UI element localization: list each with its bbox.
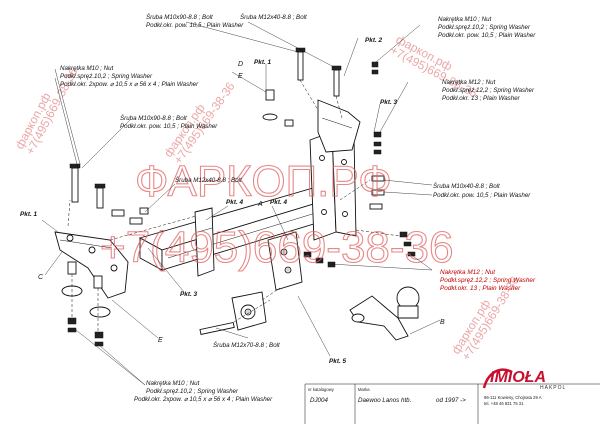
company-sub: HAKPOL (540, 385, 566, 391)
label-nut-m12-right-2: Podkł.spręż.12,2 ; Spring Washer (442, 87, 535, 94)
label-nut-m10-left-3: Podkł.okr. 2xpow. ⌀ 10,5 x ⌀ 56 x 4 ; Pl… (60, 81, 199, 88)
company-logo: IMIOŁA HAKPOL (482, 368, 566, 391)
label-nut-m12-lower-3: Podkł.okr. 13 ; Plain Washer (440, 285, 521, 292)
leader-lines (41, 21, 441, 386)
company-name: IMIOŁA (490, 369, 546, 386)
label-nut-m10-left-1: Nakrętka M10 ; Nut (60, 65, 114, 72)
label-bolt-m12x70: Śruba M12x70-8.8 ; Bolt (213, 342, 280, 349)
watermark-site: ФАРКОП.РФ (135, 157, 392, 206)
pkt3-lower-marker: Pkt. 3 (180, 291, 197, 298)
letter-callouts: A B C D E E (38, 61, 445, 344)
make-label: Marka (358, 387, 370, 392)
label-nut-m10-bottom-3: Podkł.okr. 2xpow. ⌀ 10,5 x ⌀ 56 x 4 ; Pl… (134, 396, 273, 403)
label-nut-m12-right-1: Nakrętka M12 ; Nut (442, 79, 496, 86)
pkt3-right-marker: Pkt. 3 (380, 99, 397, 106)
label-bolt-m10x90-left-1: Śruba M10x90-8.8 ; Bolt (120, 115, 187, 122)
letter-c: C (38, 274, 44, 281)
letter-b: B (440, 319, 445, 326)
label-bolt-m10x90-left-2: Podkł.okr. pow. 10,5 ; Plain Washer (120, 123, 218, 130)
label-nut-m12-lower-1: Nakrętka M12 ; Nut (440, 269, 495, 276)
label-bolt-m10x90-top-2: Podkł.okr. pow. 10,5 ; Plain Washer (146, 22, 244, 29)
point-markers: Pkt. 1 Pkt. 1 Pkt. 2 Pkt. 3 Pkt. 3 Pkt. … (20, 37, 397, 365)
pkt1-left-marker: Pkt. 1 (20, 211, 37, 218)
pkt4-left-marker: Pkt. 4 (226, 199, 243, 206)
label-nut-m10-top-3: Podkł.okr. pow. 10,5 ; Plain Washer (438, 32, 536, 39)
pkt1-top-marker: Pkt. 1 (254, 59, 271, 66)
pkt5-marker: Pkt. 5 (329, 358, 346, 365)
title-block: nr katalogowy DJ004 Marka Daewoo Lanos h… (304, 368, 600, 424)
label-nut-m10-top-1: Nakrętka M10 ; Nut (438, 16, 492, 23)
label-nut-m10-bottom-1: Nakrętka M10 ; Nut (146, 380, 200, 387)
label-bolt-m12x40-mid: Śruba M12x40-8.8 ; Bolt (175, 177, 242, 184)
label-nut-m10-bottom-2: Podkł.spręż.10,2 ; Spring Washer (146, 388, 239, 395)
pkt2-marker: Pkt. 2 (365, 37, 382, 44)
year-value: od 1997 -> (436, 397, 466, 404)
letter-e-top: E (238, 73, 243, 80)
label-bolt-m12x40-top: Śruba M12x40-8.8 ; Bolt (240, 14, 307, 21)
catalog-number-value: DJ004 (310, 397, 328, 404)
company-address-1: 96-111 Kowiesy, Chojnata 29 A (484, 395, 542, 400)
pkt4-right-marker: Pkt. 4 (270, 199, 287, 206)
label-bolt-m10x40-right-2: Podkł.okr. pow. 10,5 ; Plain Washer (433, 192, 531, 199)
company-address-2: tel. +48 46 831 75 31 (484, 401, 524, 406)
part-labels: Śruba M10x90-8.8 ; Bolt Podkł.okr. pow. … (60, 14, 536, 403)
letter-a: A (257, 201, 263, 208)
hitch-parts (54, 47, 420, 347)
letter-d: D (238, 61, 243, 68)
label-nut-m10-left-2: Podkł.spręż.10,2 ; Spring Washer (60, 73, 153, 80)
label-nut-m12-right-3: Podkł.okr. 13 ; Plain Washer (442, 95, 521, 102)
make-value: Daewoo Lanos htb. (358, 397, 411, 404)
label-nut-m12-lower-2: Podkł.spręż.12,2 ; Spring Washer (440, 277, 536, 284)
label-nut-m10-top-2: Podkł.spręż.10,2 ; Spring Washer (438, 24, 531, 31)
letter-e-bottom: E (158, 337, 163, 344)
label-bolt-m10x90-top-1: Śruba M10x90-8.8 ; Bolt (146, 14, 213, 21)
catalog-number-label: nr katalogowy (308, 387, 335, 392)
watermark-phone: +7(495)669-38-36 (100, 223, 453, 272)
label-bolt-m10x40-right-1: Śruba M10x40-8.8 ; Bolt (433, 183, 500, 190)
